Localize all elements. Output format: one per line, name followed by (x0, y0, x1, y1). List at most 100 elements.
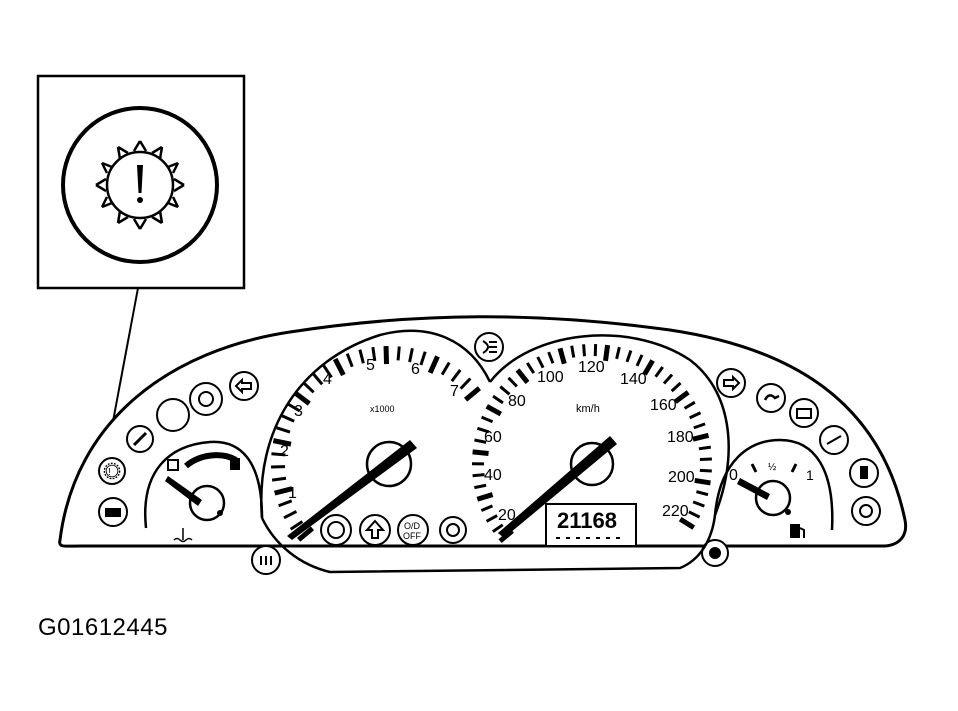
airbag-icon (189, 382, 223, 416)
dial-tick (440, 361, 451, 376)
dial-tick (472, 449, 489, 456)
speed-label-180: 180 (667, 429, 694, 446)
fuel-label-empty: 0 (729, 467, 738, 484)
dial-tick (274, 486, 293, 496)
dial-tick (693, 422, 706, 430)
dial-tick (491, 523, 504, 533)
speed-label-80: 80 (508, 393, 526, 410)
fuel-label-half: ½ (768, 462, 777, 473)
glow-plug-icon (251, 545, 281, 575)
wrench-service-icon (126, 425, 154, 453)
speedometer: 20 40 60 80 100 120 140 160 180 200 220 … (471, 334, 730, 544)
dial-tick (408, 348, 414, 363)
dial-tick (485, 514, 498, 523)
off-label: OFF (403, 531, 421, 541)
door-ajar-icon (819, 425, 849, 455)
dial-tick (673, 390, 690, 404)
dial-tick (450, 369, 462, 383)
speed-label-220: 220 (662, 503, 689, 520)
speed-needle (498, 436, 617, 538)
fuel-gauge: 0 ½ 1 (713, 438, 834, 538)
brake-system-icon (851, 496, 881, 526)
dial-tick (662, 373, 674, 385)
dial-tick (507, 376, 518, 388)
main-beam-icon (474, 332, 504, 362)
speed-label-40: 40 (484, 467, 502, 484)
circle-lamp-icon (439, 516, 467, 544)
dial-tick (480, 415, 494, 424)
dial-tick (345, 353, 354, 368)
dial-tick (371, 346, 377, 362)
tachometer: 1 2 3 4 5 6 7 x1000 (260, 329, 492, 542)
dial-tick (312, 372, 324, 386)
low-fuel-icon (849, 458, 879, 488)
powertrain-fault-warning-icon (95, 140, 185, 230)
oil-pressure-icon (756, 383, 786, 413)
dial-tick (699, 468, 712, 473)
dial-tick (276, 426, 291, 434)
dial-tick (547, 351, 555, 364)
fuel-pump-icon (790, 524, 805, 538)
dial-tick (427, 355, 440, 374)
turn-left-icon (229, 371, 259, 401)
dial-tick (280, 414, 295, 423)
dial-tick (271, 476, 287, 482)
battery-charge-icon (789, 398, 819, 428)
speed-label-120: 120 (578, 359, 605, 376)
speed-label-200: 200 (668, 469, 695, 486)
dial-tick (526, 362, 536, 374)
fuel-label-full: 1 (806, 467, 814, 483)
dial-tick (678, 516, 696, 530)
lower-bezel (260, 514, 717, 574)
dial-tick (635, 354, 644, 367)
dial-tick (278, 499, 293, 508)
callout-inset (36, 74, 246, 444)
tach-label-4: 4 (323, 371, 332, 388)
tach-label-2: 2 (280, 443, 289, 460)
dial-tick (570, 345, 576, 358)
cruise-control-icon (320, 514, 352, 546)
dial-tick (459, 377, 472, 390)
tach-label-3: 3 (294, 403, 303, 420)
dial-tick (692, 432, 710, 442)
dial-tick (419, 351, 427, 366)
dial-tick (582, 344, 586, 357)
dial-tick (692, 500, 705, 508)
coolant-temperature-icon (173, 528, 193, 543)
tach-label-6: 6 (411, 361, 420, 378)
dial-tick (286, 402, 301, 413)
tach-label-7: 7 (450, 383, 459, 400)
dial-tick (536, 356, 545, 369)
dial-tick (289, 520, 304, 531)
dial-tick (642, 359, 655, 376)
dial-tick (293, 390, 311, 406)
dial-tick (332, 357, 346, 377)
speed-label-160: 160 (650, 397, 677, 414)
dial-tick (499, 385, 511, 396)
dial-tick (654, 366, 664, 378)
dial-tick (271, 452, 286, 457)
speed-unit: km/h (576, 403, 600, 415)
tach-needle (287, 440, 417, 540)
dial-tick (472, 473, 485, 478)
tach-multiplier: x1000 (370, 404, 395, 414)
dial-tick (683, 400, 696, 410)
odometer-value: 21168 (557, 508, 617, 533)
dial-tick (322, 364, 333, 379)
dial-tick (696, 490, 709, 497)
dial-tick (689, 411, 702, 420)
dial-tick (557, 347, 567, 365)
warning-lamps: ! (98, 332, 881, 575)
temperature-gauge (143, 440, 264, 543)
turn-right-icon (716, 368, 746, 398)
dial-tick (615, 346, 621, 360)
blank-lamp-icon (156, 398, 190, 432)
svg-text:!: ! (108, 467, 111, 478)
dial-tick (474, 438, 487, 444)
od-label: O/D (404, 521, 421, 531)
dial-tick (492, 394, 504, 405)
dial-tick (283, 510, 298, 520)
speed-label-60: 60 (484, 429, 502, 446)
dial-tick (296, 526, 315, 542)
speed-label-100: 100 (537, 369, 564, 386)
